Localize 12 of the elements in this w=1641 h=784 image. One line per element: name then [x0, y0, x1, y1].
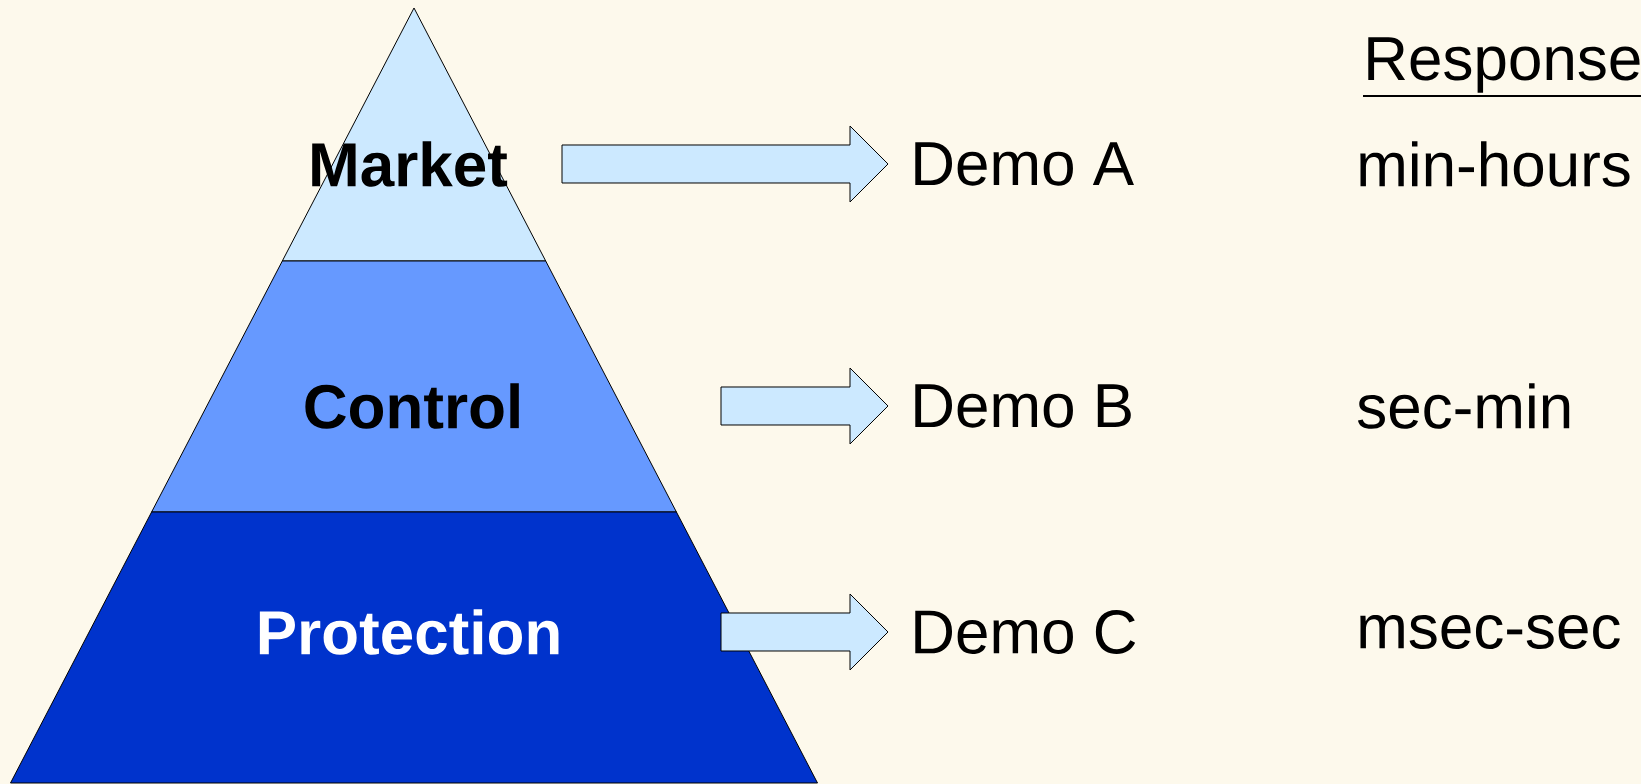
block-arrow	[720, 367, 889, 445]
column-heading: Response	[1362, 37, 1641, 97]
pyramid-layer: Protection	[10, 511, 818, 784]
response-time: msec-sec	[1360, 615, 1620, 649]
demo-label: Demo C	[915, 610, 1136, 654]
block-arrow	[720, 593, 889, 671]
pyramid-layer: Control	[151, 260, 677, 513]
block-arrow	[561, 125, 889, 203]
response-time: sec-min	[1357, 383, 1570, 429]
response-time: min-hours	[1360, 141, 1630, 187]
demo-label: Demo A	[915, 142, 1134, 186]
demo-label: Demo B	[915, 384, 1131, 428]
